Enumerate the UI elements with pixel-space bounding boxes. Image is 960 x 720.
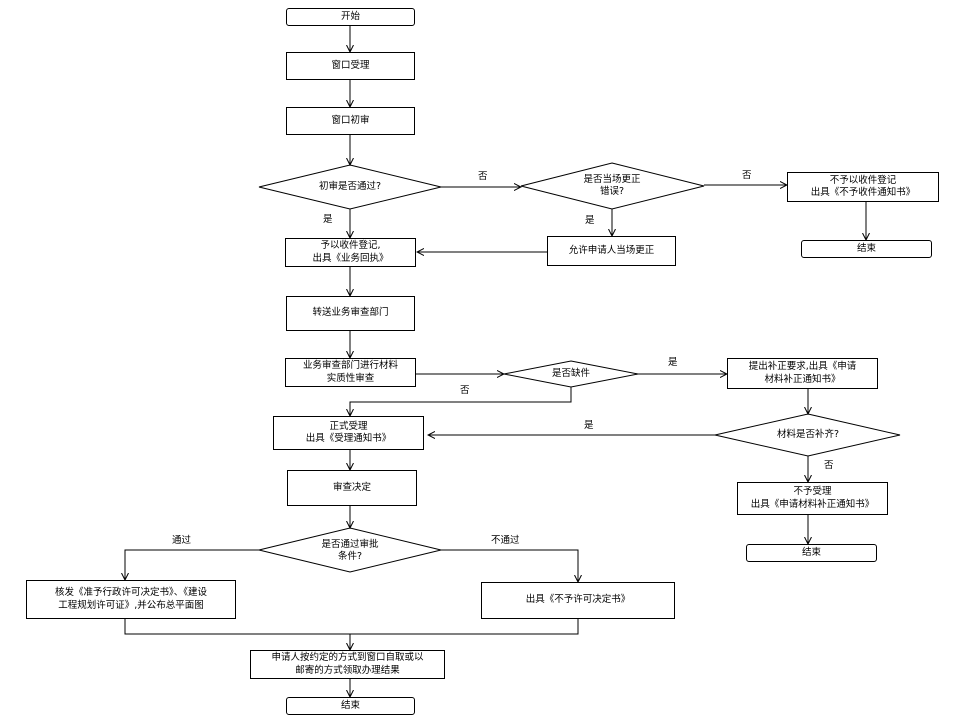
diamond-correct-on-site <box>520 162 705 210</box>
label-approval-no: 不通过 <box>491 535 520 546</box>
decision-approval-conditions-label: 是否通过审批 条件? <box>321 538 379 562</box>
label-supplement-yes: 是 <box>584 420 594 431</box>
edge-missing-no <box>350 387 572 416</box>
edge-license-merge <box>124 619 579 635</box>
diamond-approval-conditions <box>258 527 442 573</box>
diamond-prereview-pass <box>258 164 442 210</box>
label-correct-no: 否 <box>742 170 752 181</box>
node-end-3: 结束 <box>286 697 415 715</box>
label-prereview-yes: 是 <box>323 214 333 225</box>
node-window-prereview: 窗口初审 <box>286 107 415 135</box>
decision-missing-materials-label: 是否缺件 <box>551 367 590 379</box>
label-correct-yes: 是 <box>585 215 595 226</box>
node-transfer-review-dept: 转送业务审查部门 <box>286 296 415 331</box>
node-no-accept-notice: 不予以收件登记 出具《不予收件通知书》 <box>787 172 939 202</box>
node-window-accept: 窗口受理 <box>286 52 415 80</box>
edge-approval-yes <box>125 549 261 580</box>
diamond-missing-materials <box>503 360 639 388</box>
node-start: 开始 <box>286 8 415 26</box>
edge-approval-no <box>441 549 578 582</box>
node-end-2: 结束 <box>746 544 877 562</box>
node-issue-license: 核发《准予行政许可决定书》、《建设 工程规划许可证》,并公布总平面图 <box>26 580 236 619</box>
diamond-supplement-complete <box>714 413 901 457</box>
node-allow-correct: 允许申请人当场更正 <box>547 236 676 266</box>
node-reject-notice: 不予受理 出具《申请材料补正通知书》 <box>737 482 888 515</box>
node-collect-result: 申请人按约定的方式到窗口自取或以 邮寄的方式领取办理结果 <box>250 650 445 679</box>
node-register-receipt: 予以收件登记, 出具《业务回执》 <box>285 238 416 267</box>
node-review-decision: 审查决定 <box>287 470 417 506</box>
label-missing-no: 否 <box>460 385 470 396</box>
label-approval-yes: 通过 <box>172 535 192 546</box>
node-no-permit-decision: 出具《不予许可决定书》 <box>481 582 675 619</box>
label-missing-yes: 是 <box>668 357 678 368</box>
node-supplement-request: 提出补正要求,出具《申请 材料补正通知书》 <box>727 358 878 389</box>
node-material-review: 业务审查部门进行材料 实质性审查 <box>285 358 416 387</box>
label-prereview-no: 否 <box>478 171 488 182</box>
node-end-1: 结束 <box>801 240 932 258</box>
node-formal-accept: 正式受理 出具《受理通知书》 <box>273 416 424 450</box>
label-supplement-no: 否 <box>824 460 834 471</box>
decision-correct-on-site-label: 是否当场更正 错误? <box>583 173 641 197</box>
decision-supplement-complete-label: 材料是否补齐? <box>776 428 840 440</box>
decision-prereview-pass-label: 初审是否通过? <box>318 180 382 192</box>
